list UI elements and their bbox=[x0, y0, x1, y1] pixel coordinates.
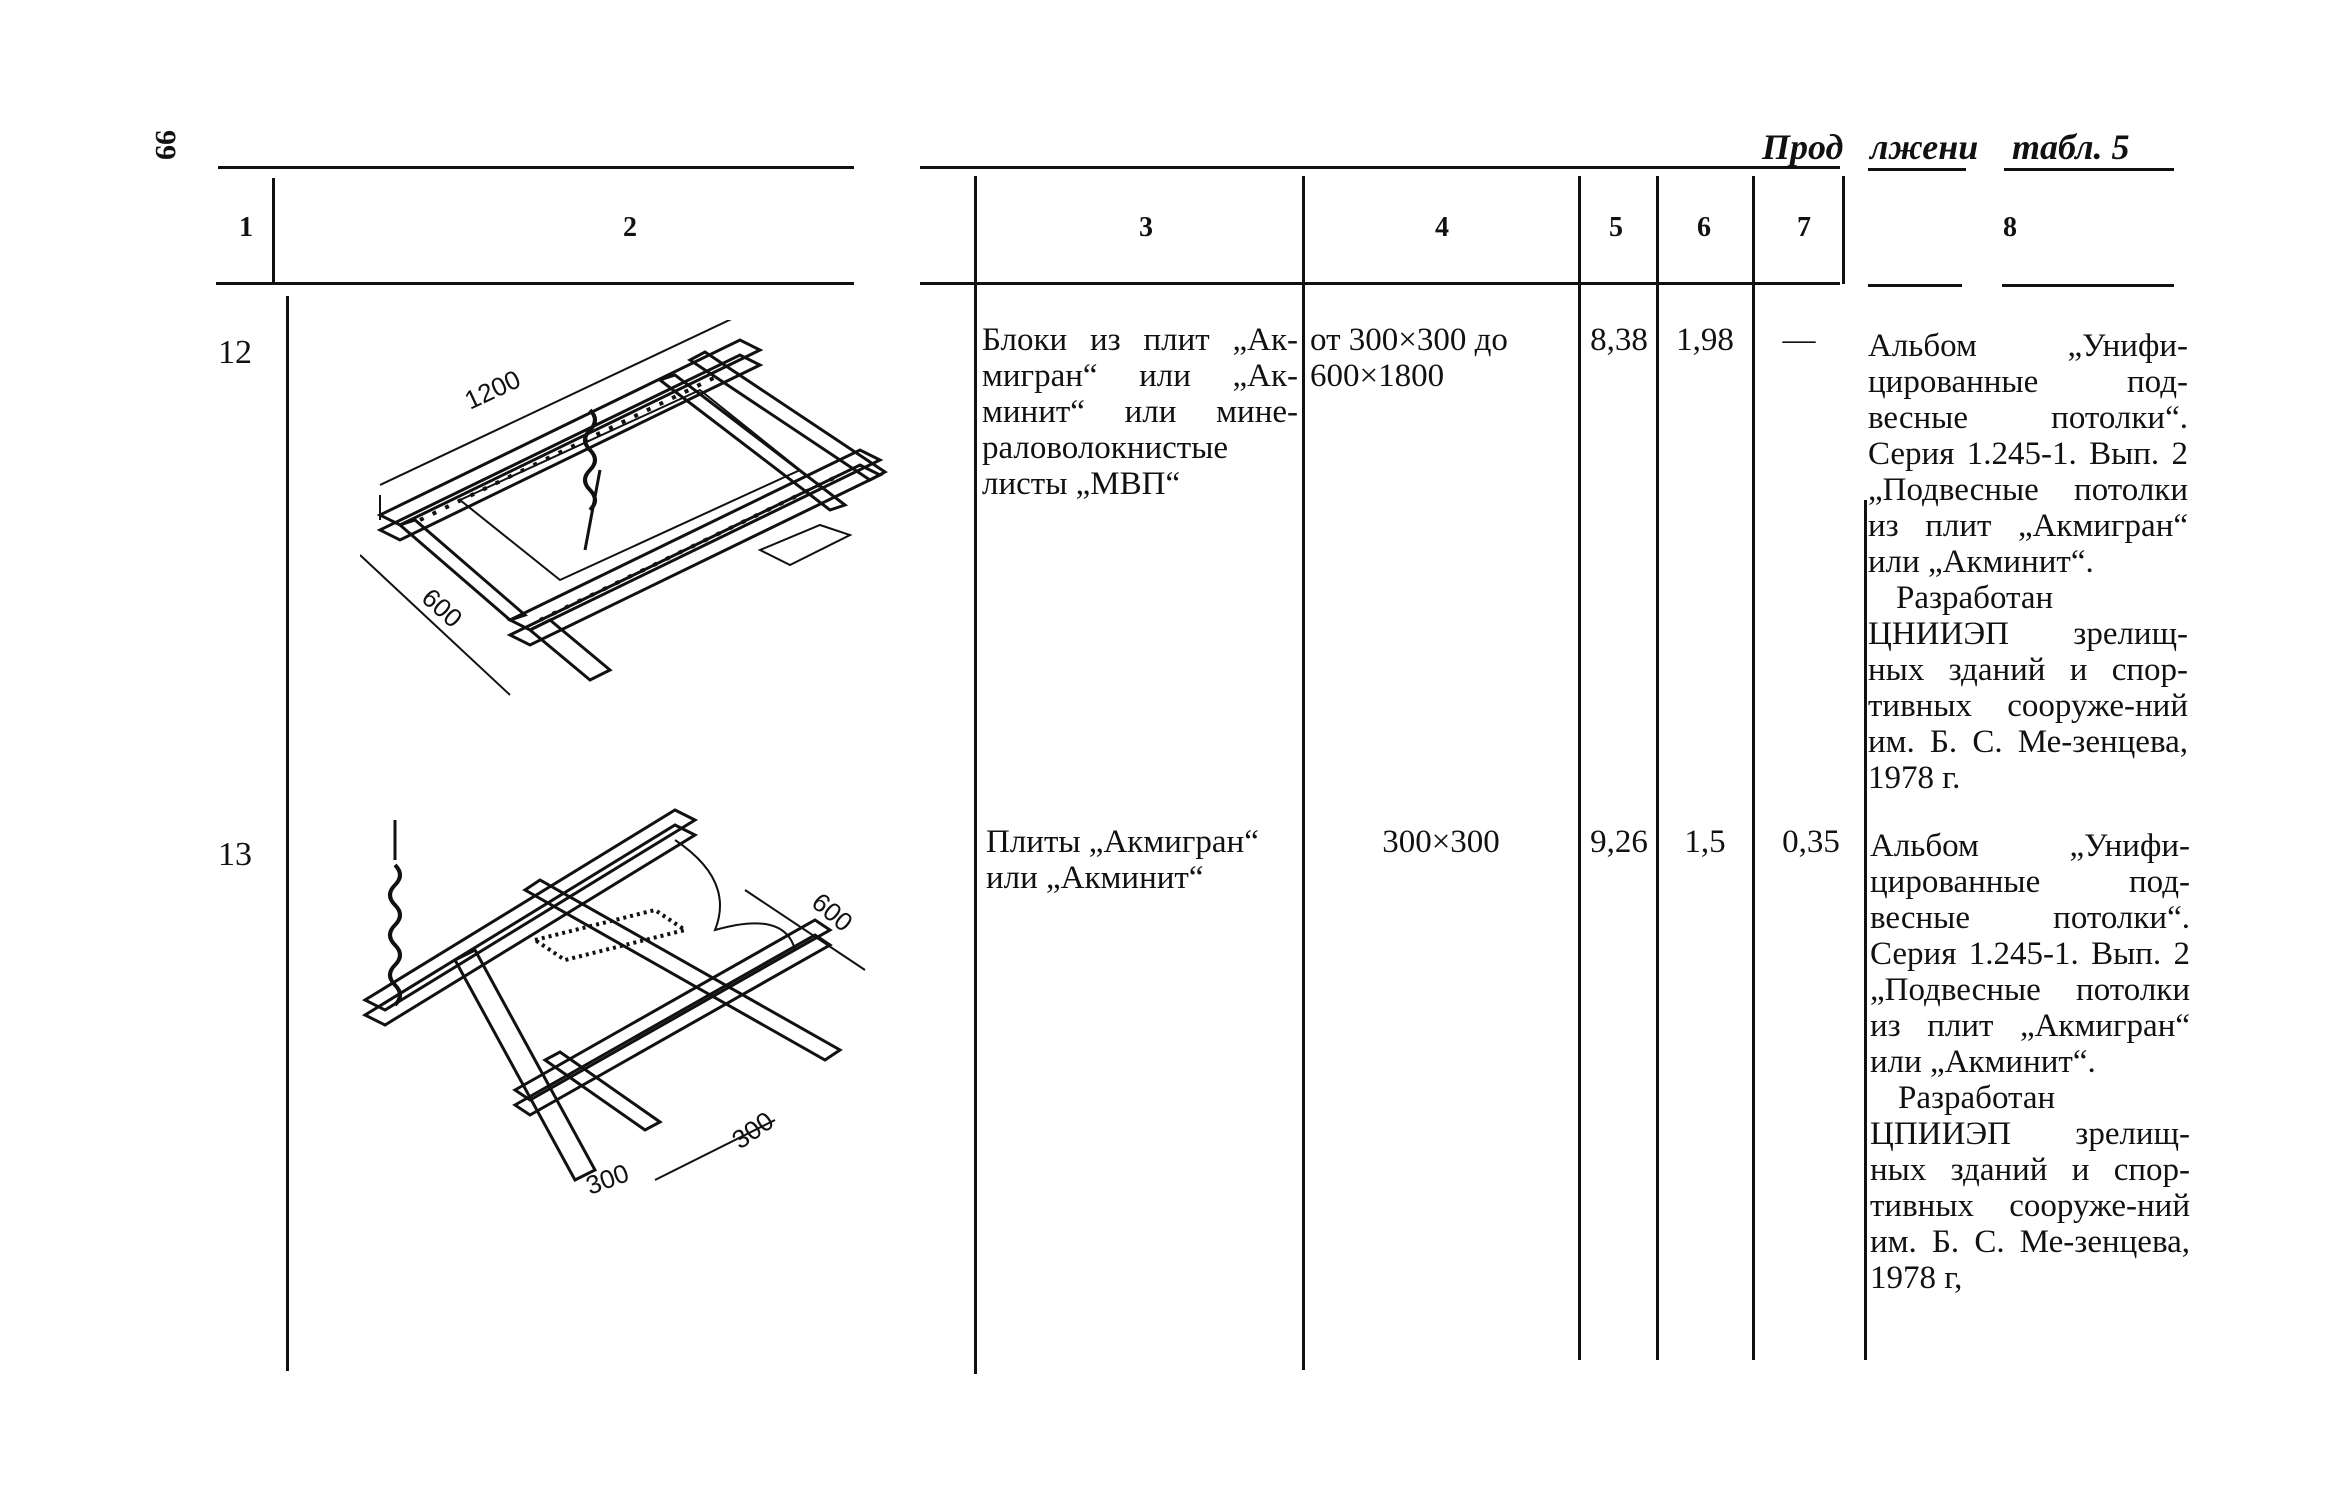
reference-note: Альбом „Унифи-цированные под-весные пото… bbox=[1870, 828, 2190, 1296]
reference-text: Альбом „Унифи-цированные под-весные пото… bbox=[1870, 828, 2190, 1080]
header-rule-left bbox=[216, 282, 854, 285]
developer-text: Разработан ЦНИИЭП зрелищ-ных зданий и сп… bbox=[1868, 580, 2188, 796]
material-cell: Плиты „Акмигран“ или „Акминит“ bbox=[986, 824, 1259, 896]
dimension-label: 1200 bbox=[460, 364, 525, 416]
header-col-2: 2 bbox=[623, 212, 637, 243]
col-rule-7 bbox=[1842, 176, 1845, 284]
top-rule-col8a bbox=[1868, 168, 1966, 171]
header-rule-col8b bbox=[2002, 284, 2174, 287]
col6-cell: 1,5 bbox=[1684, 824, 1726, 860]
col-rule-3 bbox=[1302, 176, 1305, 1370]
col5-cell: 9,26 bbox=[1590, 824, 1648, 860]
col-rule-4 bbox=[1578, 176, 1581, 1360]
col5-cell: 8,38 bbox=[1590, 322, 1648, 358]
col-rule-6 bbox=[1752, 176, 1755, 1360]
header-col-7: 7 bbox=[1797, 212, 1811, 243]
header-col-8: 8 bbox=[2003, 212, 2017, 243]
col-rule-2 bbox=[974, 176, 977, 1374]
ceiling-grid-drawing-13: 600 300 300 bbox=[361, 808, 866, 1200]
dimension-label: 300 bbox=[582, 1158, 633, 1200]
header-rule-col8a bbox=[1868, 284, 1962, 287]
header-col-6: 6 bbox=[1697, 212, 1711, 243]
col7-cell: 0,35 bbox=[1782, 824, 1840, 860]
header-col-3: 3 bbox=[1139, 212, 1153, 243]
row-number: 12 bbox=[218, 334, 252, 371]
row-number: 13 bbox=[218, 836, 252, 873]
dimension-label: 600 bbox=[416, 582, 468, 633]
header-rule-right bbox=[920, 282, 1840, 285]
col-rule-5 bbox=[1656, 176, 1659, 1360]
developer-text: Разработан ЦПИИЭП зрелищ-ных зданий и сп… bbox=[1870, 1080, 2190, 1296]
dimension-label: 300 bbox=[726, 1105, 779, 1154]
header-col-4: 4 bbox=[1435, 212, 1449, 243]
table-reference: табл. 5 bbox=[2012, 127, 2130, 167]
header-col-5: 5 bbox=[1609, 212, 1623, 243]
col6-cell: 1,98 bbox=[1676, 322, 1734, 358]
top-rule-col8b bbox=[2004, 168, 2174, 171]
top-rule-right bbox=[920, 166, 1840, 169]
reference-text: Альбом „Унифи-цированные под-весные пото… bbox=[1868, 328, 2188, 580]
dimension-label: 600 bbox=[806, 887, 859, 938]
continuation-word-1: Прод bbox=[1762, 127, 1844, 167]
material-cell: Блоки из плит „Ак-мигран“ или „Ак-минит“… bbox=[982, 322, 1298, 502]
size-cell: от 300×300 до 600×1800 bbox=[1310, 322, 1508, 394]
continuation-word-2: лжени bbox=[1870, 127, 1979, 167]
ceiling-grid-drawing-12: 1200 600 bbox=[360, 320, 888, 696]
col-rule-1 bbox=[272, 178, 275, 282]
col-rule-1-body bbox=[286, 296, 289, 1371]
size-cell: 300×300 bbox=[1382, 824, 1500, 860]
reference-note: Альбом „Унифи-цированные под-весные пото… bbox=[1868, 328, 2188, 796]
col7-cell: — bbox=[1782, 322, 1816, 358]
top-rule-left bbox=[218, 166, 854, 169]
page-number: 99 bbox=[149, 130, 182, 160]
header-col-1: 1 bbox=[239, 212, 253, 243]
col-rule-7-body bbox=[1864, 500, 1867, 1360]
